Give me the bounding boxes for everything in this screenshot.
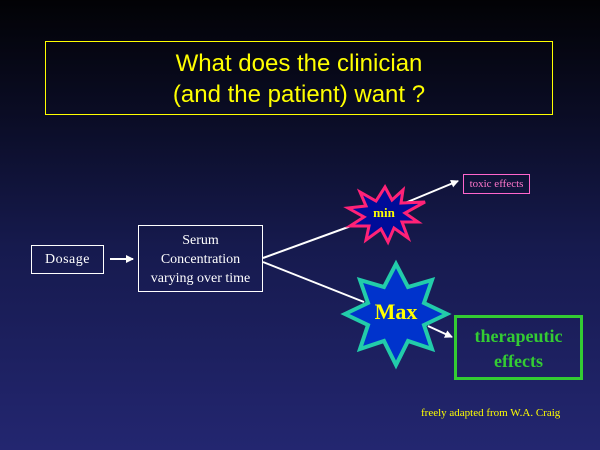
toxic-effects-box: toxic effects xyxy=(463,174,530,194)
therapeutic-effects-box: therapeutic effects xyxy=(454,315,583,380)
title-box: What does the clinician (and the patient… xyxy=(45,41,553,115)
min-starburst-icon xyxy=(343,184,426,246)
max-label: Max xyxy=(374,299,418,324)
serum-line-1: Serum xyxy=(182,233,219,248)
credit-text: freely adapted from W.A. Craig xyxy=(421,407,561,419)
max-star-icon xyxy=(340,259,452,370)
therapeutic-line-2: effects xyxy=(494,351,543,371)
title-line-2: (and the patient) want ? xyxy=(172,81,426,108)
dosage-box: Dosage xyxy=(31,245,104,274)
serum-line-2: Concentration xyxy=(160,252,241,267)
min-label: min xyxy=(373,205,395,220)
serum-line-3: varying over time xyxy=(150,271,251,286)
arrow-serum-to-min xyxy=(262,221,363,259)
arrow-min-to-toxic xyxy=(404,179,459,204)
therapeutic-line-1: therapeutic xyxy=(474,326,563,346)
serum-concentration-box: Serum Concentration varying over time xyxy=(138,225,263,292)
title-line-1: What does the clinician xyxy=(175,50,423,77)
arrow-serum-to-max xyxy=(262,261,365,303)
arrow-max-to-therapeutic xyxy=(427,325,453,338)
